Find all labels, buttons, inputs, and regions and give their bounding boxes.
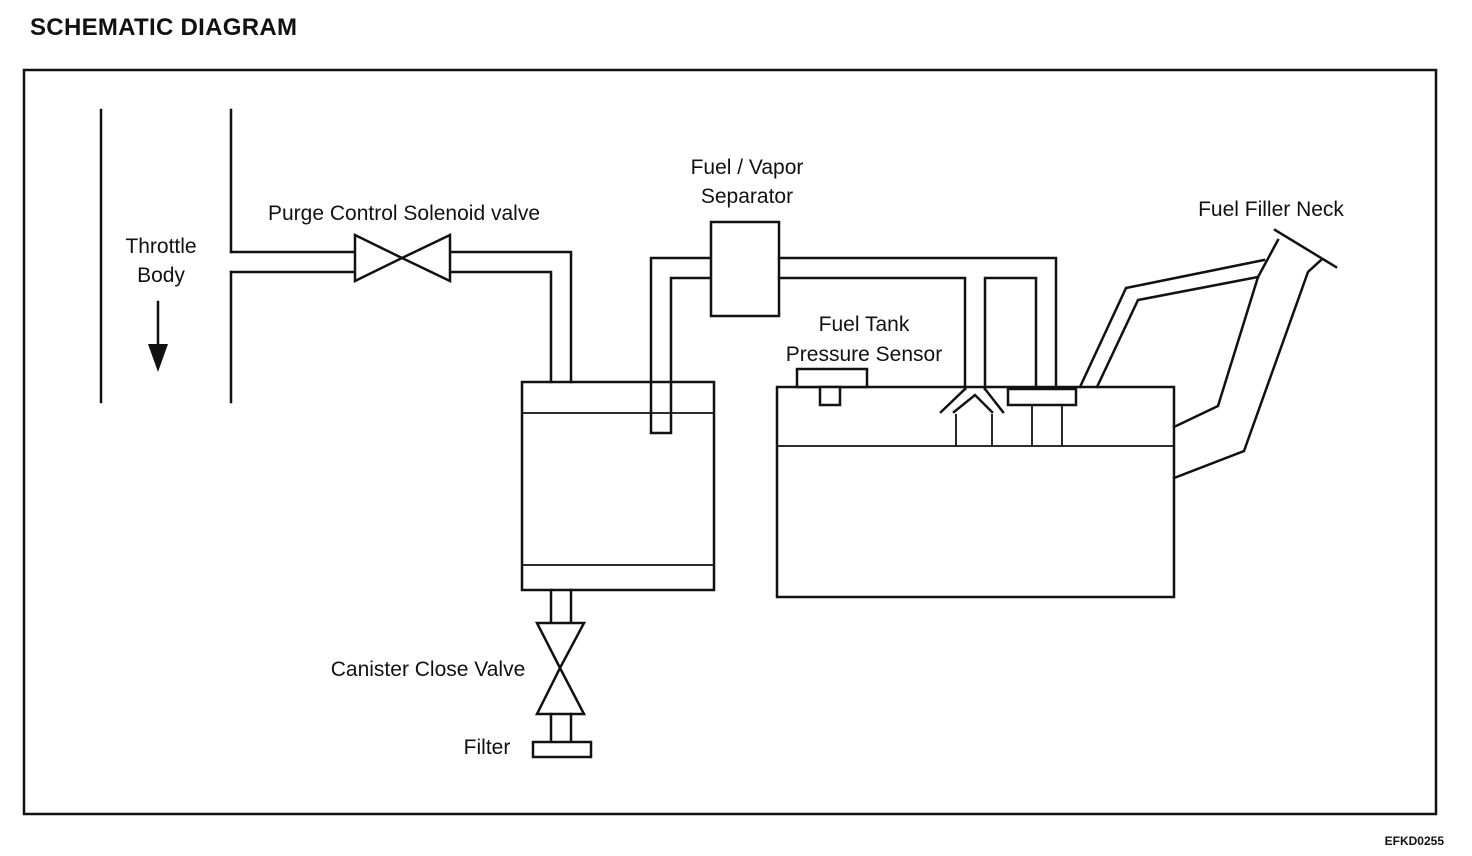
purge-control-solenoid-valve bbox=[353, 232, 452, 284]
fuel-tank-pressure-sensor-label-line1: Fuel Tank bbox=[819, 313, 910, 336]
filter-label: Filter bbox=[464, 736, 511, 759]
figure-code: EFKD0255 bbox=[1384, 834, 1444, 848]
throttle-body-label-line1: Throttle bbox=[125, 235, 196, 258]
fuel-vapor-separator bbox=[709, 220, 781, 318]
purge-control-solenoid-valve-label: Purge Control Solenoid valve bbox=[268, 202, 540, 225]
fuel-tank bbox=[775, 385, 1176, 599]
fuel-vapor-separator-label-line1: Fuel / Vapor bbox=[691, 156, 804, 179]
valve-to-filter-line bbox=[549, 712, 573, 744]
canister-close-valve bbox=[534, 621, 587, 716]
fuel-filler-neck-label: Fuel Filler Neck bbox=[1198, 198, 1344, 221]
throttle-body bbox=[99, 108, 233, 404]
canister-close-valve-label: Canister Close Valve bbox=[331, 658, 526, 681]
purge-line bbox=[229, 250, 573, 384]
page-title: SCHEMATIC DIAGRAM bbox=[30, 14, 298, 41]
fuel-vapor-separator-label-line2: Separator bbox=[701, 185, 793, 208]
canister-outlet-line bbox=[549, 588, 573, 625]
fuel-filler-neck bbox=[1078, 228, 1338, 480]
separator-to-canister-line bbox=[649, 256, 713, 435]
fuel-tank-pressure-sensor bbox=[795, 367, 869, 407]
rollover-vent-valve bbox=[939, 387, 1005, 446]
tank-vent-valve bbox=[1006, 387, 1078, 446]
separator-to-tank-line bbox=[777, 256, 1058, 391]
canister bbox=[520, 380, 716, 592]
throttle-body-label-line2: Body bbox=[137, 264, 185, 287]
filter bbox=[531, 740, 593, 759]
diagram-frame bbox=[22, 68, 1438, 816]
fuel-tank-pressure-sensor-label-line2: Pressure Sensor bbox=[786, 343, 942, 366]
airflow-arrow-icon bbox=[148, 300, 168, 372]
